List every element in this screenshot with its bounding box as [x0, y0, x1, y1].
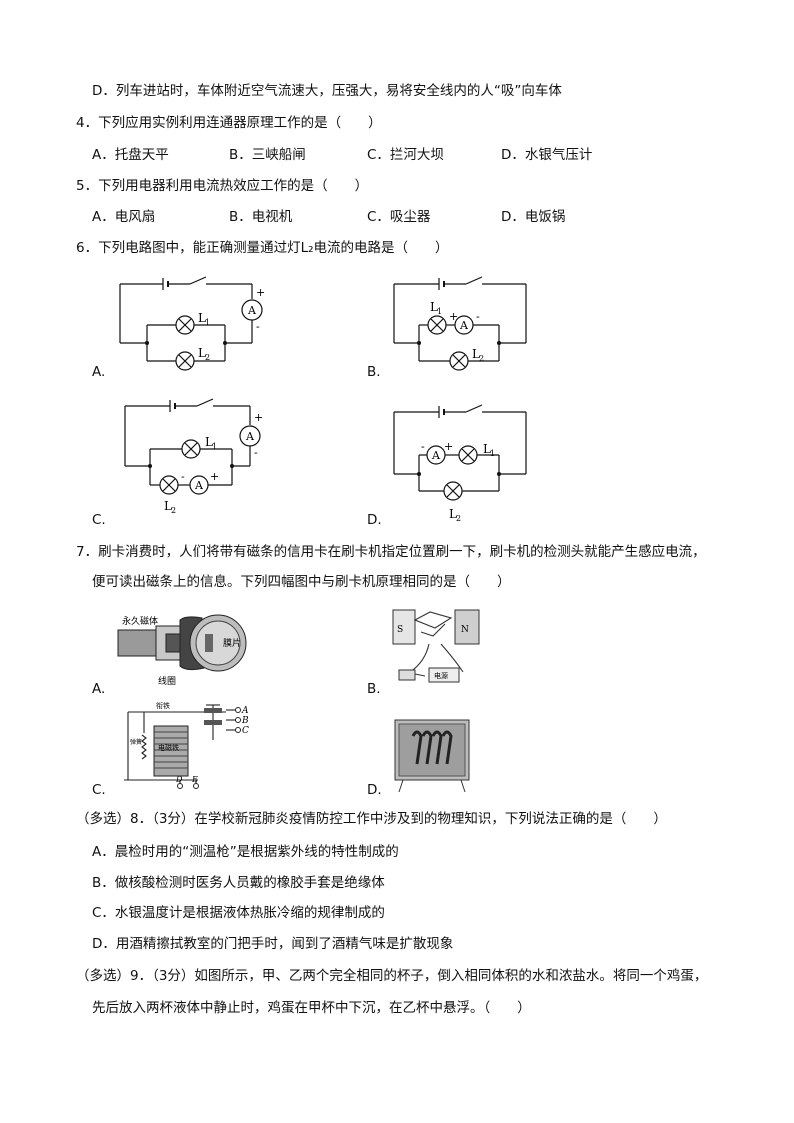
q6-label-b: B.: [367, 364, 381, 380]
svg-text:E: E: [191, 775, 198, 784]
svg-text:L: L: [472, 347, 480, 361]
q6-label-a: A.: [92, 364, 106, 380]
q5-option-c: C．吸尘器: [367, 209, 431, 225]
q4-option-c: C．拦河大坝: [367, 147, 444, 163]
svg-text:2: 2: [479, 354, 484, 363]
question-4: 4．下列应用实例利用连通器原理工作的是（ ）: [76, 115, 382, 131]
svg-text:1: 1: [437, 307, 442, 316]
question-8: （多选）8．（3分）在学校新冠肺炎疫情防控工作中涉及到的物理知识，下列说法正确的…: [76, 811, 667, 827]
q6-label-d: D.: [367, 512, 382, 528]
svg-text:线圈: 线圈: [158, 675, 176, 687]
q5-option-a: A．电风扇: [92, 209, 156, 225]
svg-text:S: S: [397, 625, 403, 635]
svg-text:+: +: [210, 470, 219, 483]
svg-text:L: L: [198, 346, 206, 360]
svg-text:-: -: [421, 440, 425, 453]
svg-text:L: L: [164, 499, 172, 513]
q4-option-b: B．三峡船闸: [229, 147, 306, 163]
svg-text:+: +: [256, 286, 265, 299]
svg-text:+: +: [444, 440, 453, 453]
svg-text:D: D: [175, 775, 183, 784]
q7-label-c: C.: [92, 782, 106, 798]
svg-text:膜片: 膜片: [223, 637, 241, 649]
question-5: 5．下列用电器利用电流热效应工作的是（ ）: [76, 178, 369, 194]
svg-text:-: -: [476, 310, 480, 323]
svg-text:L: L: [205, 435, 213, 449]
q7-image-d-solenoid: [394, 719, 470, 793]
svg-text:L: L: [449, 507, 457, 521]
q8-option-c: C．水银温度计是根据液体热胀冷缩的规律制成的: [92, 905, 385, 921]
question-7-line2: 便可读出磁条上的信息。下列四幅图中与刷卡机原理相同的是（ ）: [92, 574, 511, 590]
svg-text:1: 1: [490, 449, 495, 458]
q4-option-d: D．水银气压计: [501, 147, 593, 163]
svg-text:A: A: [431, 449, 441, 462]
svg-text:2: 2: [205, 353, 210, 362]
svg-text:C: C: [242, 726, 249, 736]
svg-text:A: A: [245, 430, 255, 443]
svg-text:1: 1: [212, 442, 217, 451]
q5-option-d: D．电饭锅: [501, 209, 566, 225]
q6-label-c: C.: [92, 512, 106, 528]
q7-label-d: D.: [367, 782, 382, 798]
svg-text:B: B: [241, 716, 249, 726]
svg-text:2: 2: [456, 514, 461, 523]
svg-text:1: 1: [205, 318, 210, 327]
svg-text:L: L: [430, 300, 438, 314]
svg-text:弹簧: 弹簧: [130, 738, 142, 746]
svg-text:-: -: [254, 446, 258, 459]
q8-option-a: A．晨检时用的“测温枪”是根据紫外线的特性制成的: [92, 844, 399, 860]
svg-text:L: L: [198, 311, 206, 325]
svg-text:A: A: [459, 319, 469, 332]
svg-text:N: N: [461, 625, 469, 635]
q4-option-a: A．托盘天平: [92, 147, 169, 163]
q7-label-b: B.: [367, 681, 381, 697]
q7-image-b-apparatus: S N 电源: [392, 609, 480, 683]
svg-text:-: -: [181, 470, 185, 483]
q5-option-b: B．电视机: [229, 209, 293, 225]
svg-text:电磁铁: 电磁铁: [158, 743, 179, 752]
svg-text:-: -: [256, 320, 260, 333]
svg-text:L: L: [483, 442, 491, 456]
q7-image-c-relay: A B C D E 衔铁 弹簧 电磁铁: [124, 701, 249, 789]
question-9-line1: （多选）9．（3分）如图所示，甲、乙两个完全相同的杯子，倒入相同体积的水和浓盐水…: [76, 968, 708, 984]
svg-text:A: A: [241, 706, 249, 716]
question-9-line2: 先后放入两杯液体中静止时，鸡蛋在甲杯中下沉，在乙杯中悬浮。（ ）: [92, 1000, 531, 1016]
svg-text:2: 2: [171, 506, 176, 515]
q8-option-b: B．做核酸检测时医务人员戴的橡胶手套是绝缘体: [92, 875, 385, 891]
q3-option-d: D．列车进站时，车体附近空气流速大，压强大，易将安全线内的人“吸”向车体: [92, 83, 562, 99]
svg-text:+: +: [254, 411, 263, 424]
svg-text:A: A: [194, 479, 204, 492]
svg-text:永久磁体: 永久磁体: [122, 615, 158, 627]
q7-label-a: A.: [92, 681, 106, 697]
question-7-line1: 7．刷卡消费时，人们将带有磁条的信用卡在刷卡机指定位置刷一下，刷卡机的检测头就能…: [76, 544, 706, 560]
q7-image-a-microphone: 永久磁体 膜片 线圈: [117, 614, 247, 687]
svg-text:衔铁: 衔铁: [156, 701, 170, 710]
question-6: 6．下列电路图中，能正确测量通过灯L₂电流的电路是（ ）: [76, 240, 449, 256]
svg-text:电源: 电源: [434, 671, 448, 680]
svg-text:A: A: [247, 304, 257, 317]
q8-option-d: D．用酒精擦拭教室的门把手时，闻到了酒精气味是扩散现象: [92, 936, 454, 952]
svg-text:+: +: [449, 310, 458, 323]
